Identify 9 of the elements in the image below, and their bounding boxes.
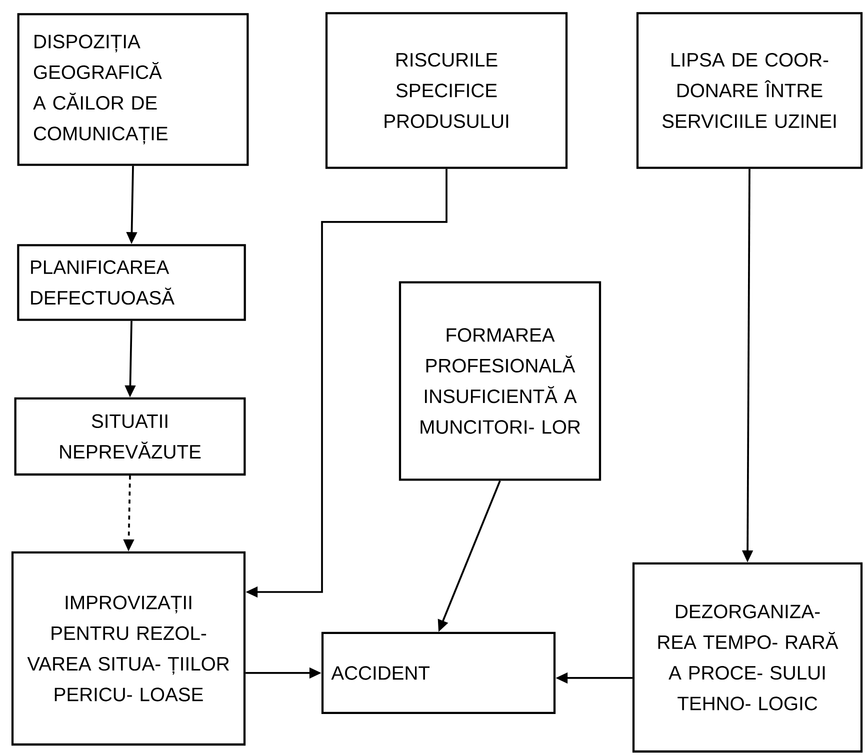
cause-box: FORMAREA PROFESIONALĂ INSUFICIENTĂ A MUNCITORI- LOR	[398, 281, 602, 481]
cause-box: DISPOZIȚIA GEOGRAFICĂ A CĂILOR DE COMUNICAȚIE	[17, 13, 249, 166]
cause-box: DEZORGANIZA- REA TEMPO- RARĂ A PROCE- SULUI TEHNO- LOGIC	[632, 562, 863, 753]
cause-box: ACCIDENT	[321, 632, 556, 714]
cause-box: IMPROVIZAȚII PENTRU REZOL- VAREA SITUA- ȚIILOR PERICU- LOASE	[11, 551, 246, 746]
cause-box: RISCURILE SPECIFICE PRODUSULUI	[325, 12, 568, 169]
cause-box: PLANIFICAREA DEFECTUOASĂ	[17, 244, 246, 321]
cause-box: LIPSA DE COOR- DONARE ÎNTRE SERVICIILE UZINEI	[636, 12, 863, 169]
cause-box: SITUATII NEPREVĂZUTE	[14, 397, 246, 476]
